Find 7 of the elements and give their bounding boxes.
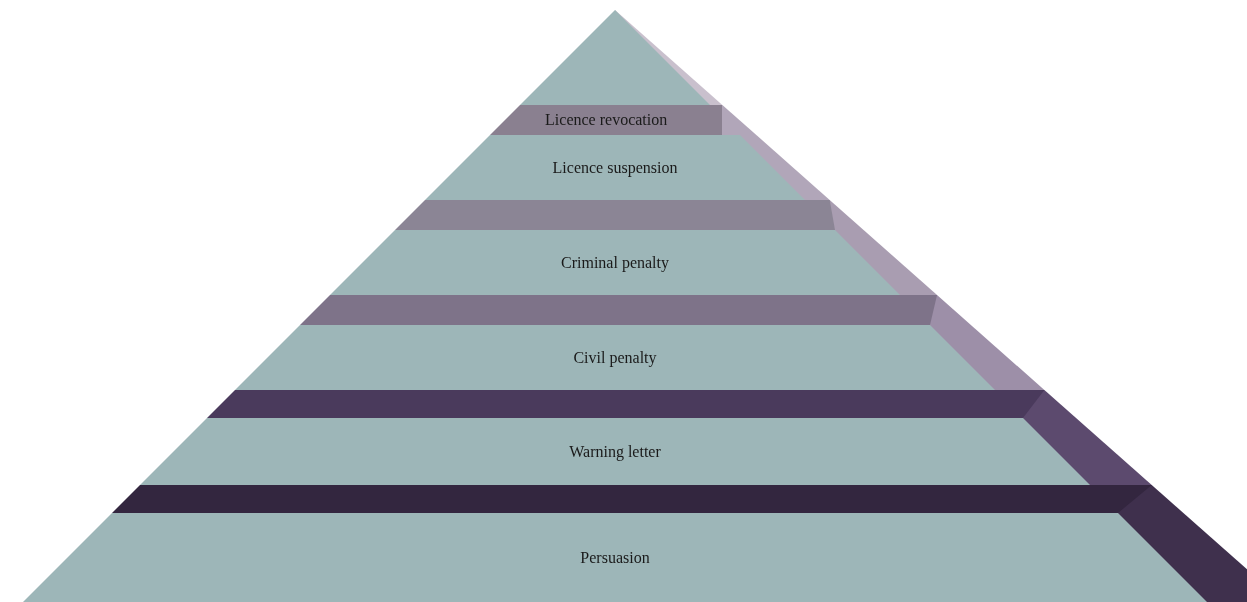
- tier-label: Persuasion: [580, 548, 650, 567]
- tier-label: Warning letter: [569, 442, 661, 461]
- tier-label: Licence suspension: [552, 158, 678, 177]
- pyramid-top-tier: [490, 105, 723, 135]
- tier-label: Civil penalty: [573, 348, 657, 367]
- tier-label: Criminal penalty: [561, 253, 669, 272]
- tier-label: Licence revocation: [545, 111, 668, 129]
